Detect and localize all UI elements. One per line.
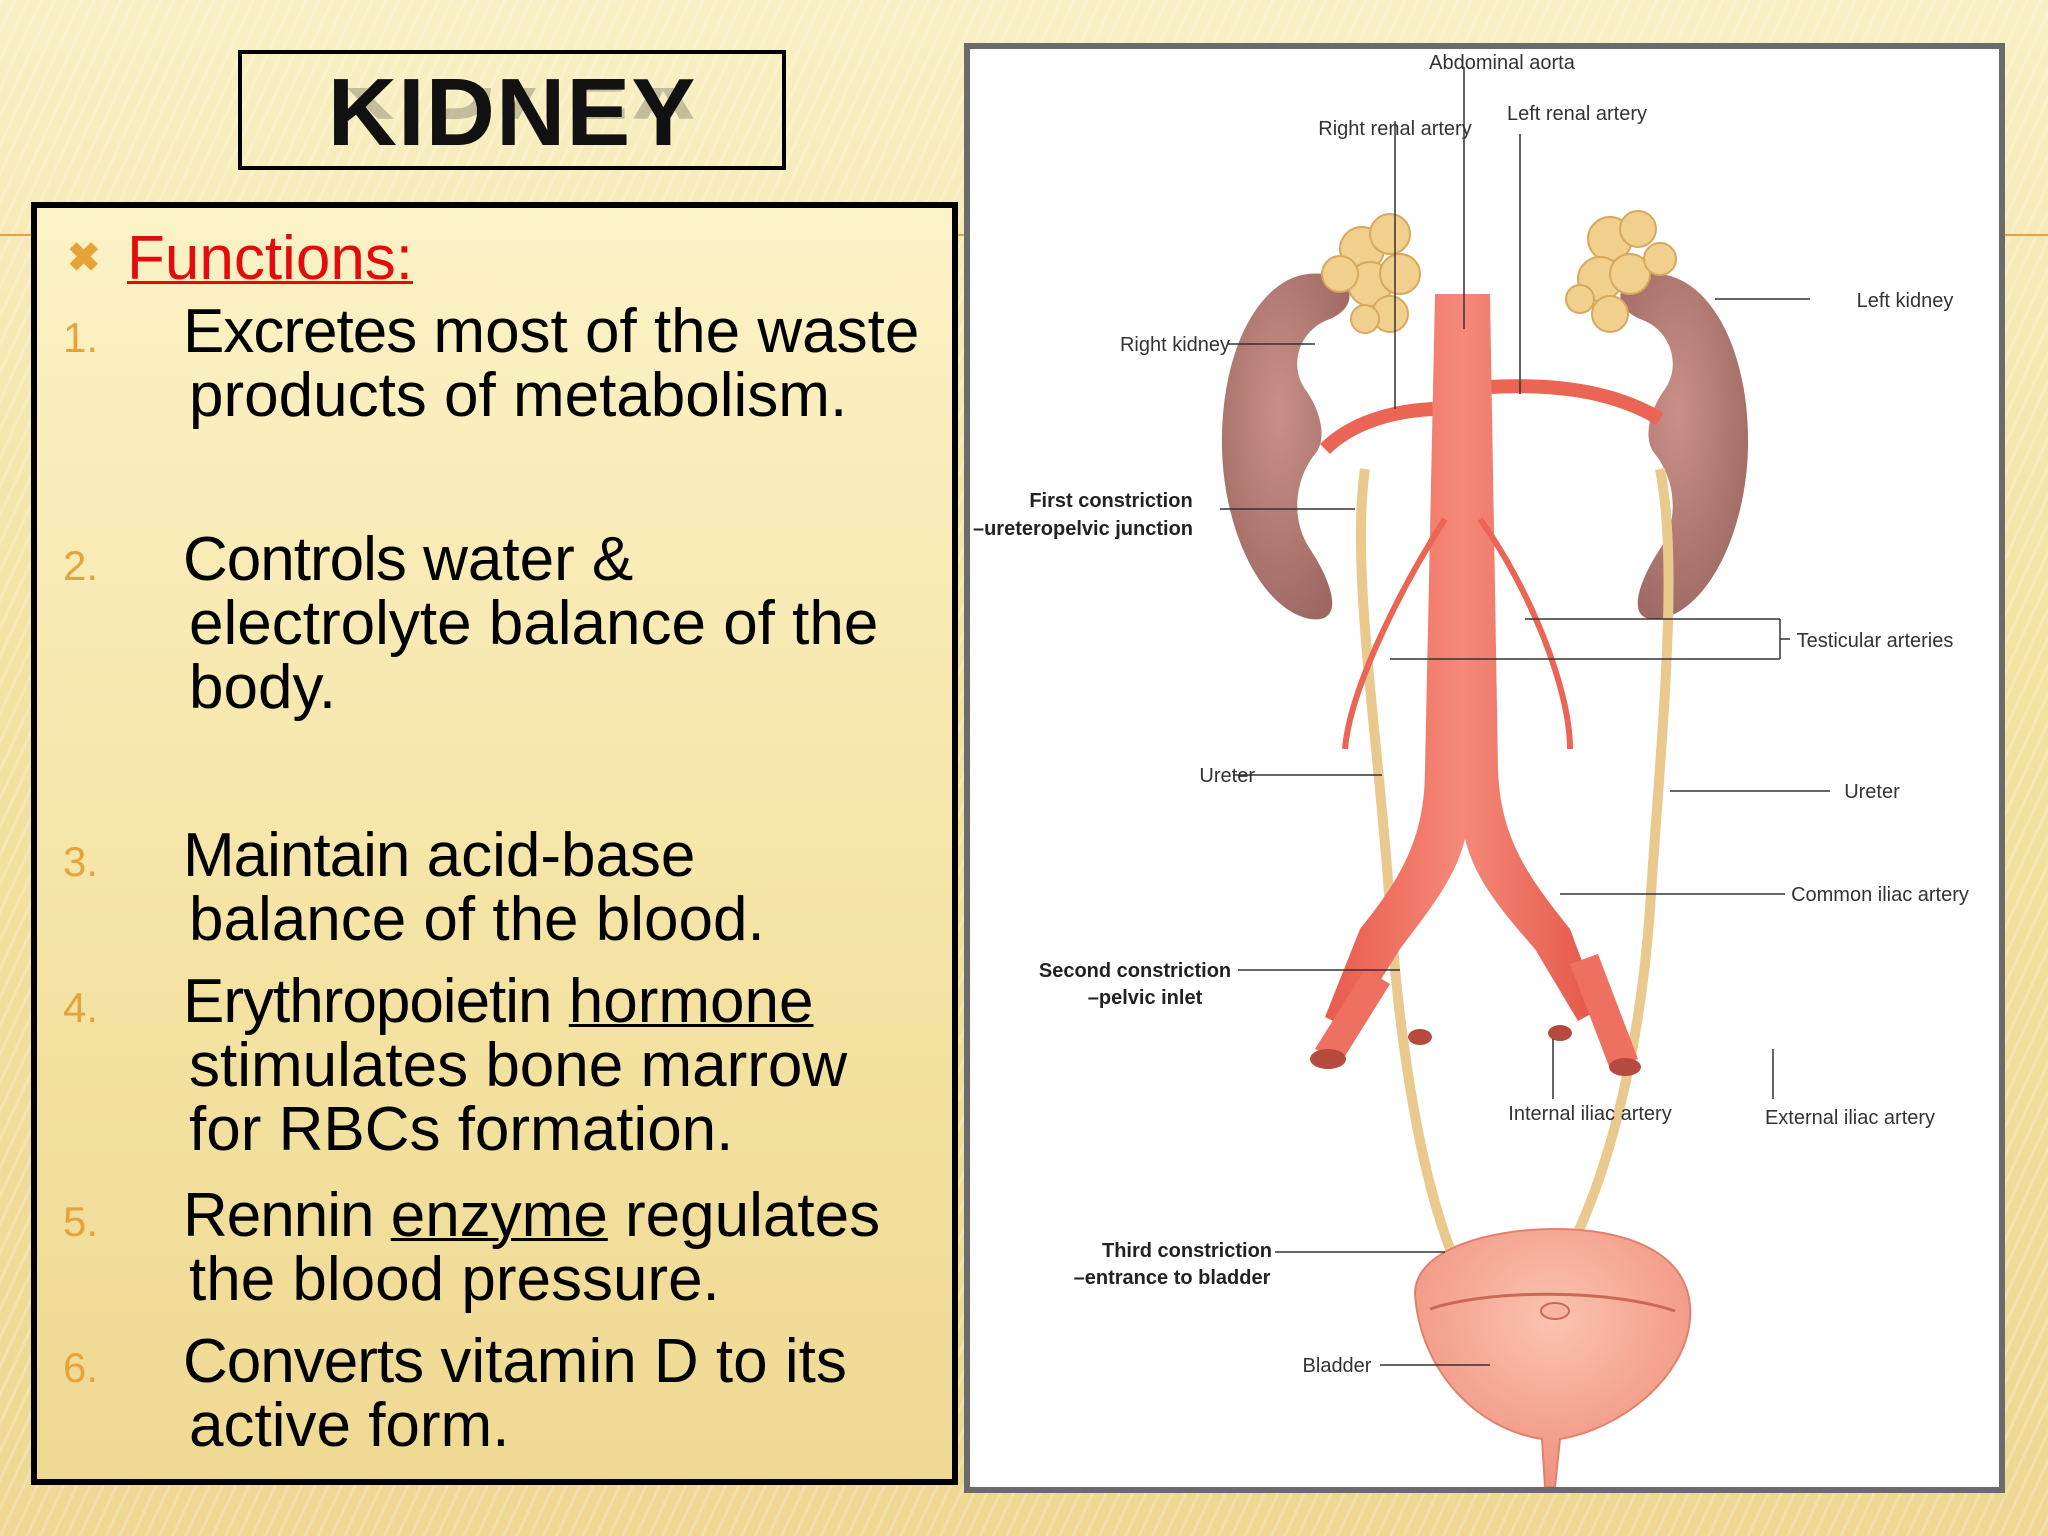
label-ureter-right: Ureter xyxy=(1844,781,1900,803)
label-internal-iliac-artery: Internal iliac artery xyxy=(1508,1103,1671,1125)
right-internal-iliac-opening xyxy=(1408,1029,1432,1045)
title-reflection: KIDNEY xyxy=(242,88,782,140)
item-lead: Erythropoietin xyxy=(183,967,553,1036)
item-line: electrolyte balance of the xyxy=(189,589,879,658)
label-first-constriction: First constriction xyxy=(1029,490,1192,512)
right-kidney-shape xyxy=(1221,273,1350,620)
label-right-kidney: Right kidney xyxy=(1120,334,1230,356)
label-abdominal-aorta: Abdominal aorta xyxy=(1429,52,1576,74)
aorta-shape xyxy=(1325,294,1600,1029)
label-ureter-left: Ureter xyxy=(1199,765,1255,787)
item-underlined: hormone xyxy=(568,967,814,1036)
label-third-constriction: Third constriction xyxy=(1102,1240,1272,1262)
item-lead: Controls xyxy=(183,525,407,594)
item-number: 2. xyxy=(63,542,99,589)
left-ureter xyxy=(1565,468,1674,1252)
left-renal-artery xyxy=(1489,379,1664,426)
item-line: acid-base xyxy=(409,821,696,890)
label-testicular-arteries: Testicular arteries xyxy=(1797,630,1954,652)
item-line: active form. xyxy=(189,1391,510,1460)
left-kidney-shape xyxy=(1620,273,1749,620)
label-external-iliac-artery: External iliac artery xyxy=(1765,1107,1935,1129)
item-number: 5. xyxy=(63,1198,99,1245)
item-line: regulates xyxy=(607,1181,881,1250)
x-mark-icon: ✖ xyxy=(67,236,101,280)
left-adrenal-gland xyxy=(1565,210,1677,333)
bladder-fold xyxy=(1429,1292,1676,1313)
functions-header: ✖ Functions: xyxy=(67,223,414,293)
urinary-system-diagram: Abdominal aorta Right renal artery Left … xyxy=(964,43,2005,1493)
label-left-kidney: Left kidney xyxy=(1857,290,1954,312)
item-lead: Maintain xyxy=(183,821,410,890)
item-line: vitamin D to its xyxy=(423,1327,847,1396)
item-text: Rennin enzyme regulates the blood pressu… xyxy=(183,1184,880,1312)
left-testicular-artery xyxy=(1477,517,1573,750)
label-first-constriction-detail: –ureteropelvic junction xyxy=(973,518,1193,540)
page-title: KIDNEY xyxy=(327,59,697,166)
right-external-iliac xyxy=(1315,969,1390,1061)
item-line: products of metabolism. xyxy=(189,361,848,430)
right-adrenal-gland xyxy=(1321,213,1421,334)
left-iliac-opening xyxy=(1609,1058,1641,1076)
right-renal-artery xyxy=(1320,402,1434,455)
right-iliac-opening xyxy=(1310,1049,1346,1069)
label-bladder: Bladder xyxy=(1303,1355,1372,1377)
item-lead: Rennin xyxy=(183,1181,374,1250)
left-external-iliac xyxy=(1570,954,1638,1069)
item-line: the blood pressure. xyxy=(189,1245,720,1314)
anatomy-illustration: Abdominal aorta Right renal artery Left … xyxy=(973,52,1969,1487)
item-text: Erythropoietin hormone stimulates bone m… xyxy=(183,970,847,1162)
item-number: 4. xyxy=(63,984,99,1031)
label-second-constriction: Second constriction xyxy=(1039,960,1231,982)
item-line: water & xyxy=(405,525,634,594)
item-number: 1. xyxy=(63,314,99,361)
item-number: 3. xyxy=(63,838,99,885)
right-testicular-artery xyxy=(1342,517,1448,750)
functions-panel: ✖ Functions: 1. Excretes most of the was… xyxy=(31,202,958,1485)
label-left-renal-artery: Left renal artery xyxy=(1507,103,1647,125)
leader-lines xyxy=(1220,67,1830,1366)
item-lead: Converts xyxy=(183,1327,424,1396)
item-lead: Excretes xyxy=(183,297,417,366)
item-underlined: enzyme xyxy=(390,1181,608,1250)
item-line: for RBCs formation. xyxy=(189,1095,734,1164)
item-text: Controls water & electrolyte balance of … xyxy=(183,528,878,720)
left-internal-iliac-opening xyxy=(1548,1025,1572,1041)
item-line: stimulates bone marrow xyxy=(189,1031,848,1100)
item-text: Excretes most of the waste products of m… xyxy=(183,300,919,428)
item-text: Converts vitamin D to its active form. xyxy=(183,1330,847,1458)
label-common-iliac-artery: Common iliac artery xyxy=(1791,884,1969,906)
label-right-renal-artery: Right renal artery xyxy=(1318,118,1471,140)
item-text: Maintain acid-base balance of the blood. xyxy=(183,824,765,952)
bladder-trigone xyxy=(1540,1302,1570,1320)
title-box: KIDNEY KIDNEY xyxy=(238,50,786,170)
label-second-constriction-detail: –pelvic inlet xyxy=(1088,987,1203,1009)
item-line: most of the waste xyxy=(416,297,920,366)
bladder-shape xyxy=(1413,1227,1692,1487)
functions-heading: Functions: xyxy=(127,223,414,293)
label-third-constriction-detail: –entrance to bladder xyxy=(1074,1267,1271,1289)
item-line: body. xyxy=(189,653,337,722)
item-number: 6. xyxy=(63,1344,99,1391)
item-line: balance of the blood. xyxy=(189,885,765,954)
